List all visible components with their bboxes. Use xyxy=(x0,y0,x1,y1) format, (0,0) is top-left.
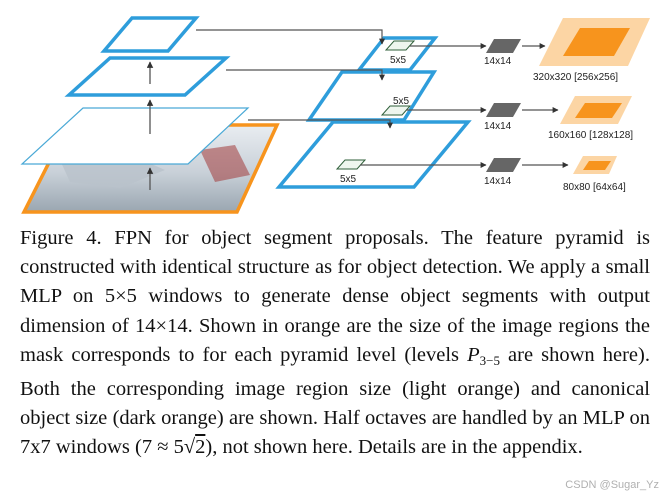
mlp-label-1: 14x14 xyxy=(484,56,512,67)
mlp-output-3 xyxy=(486,158,521,172)
watermark: CSDN @Sugar_Yz xyxy=(565,479,659,491)
window-label-1: 5x5 xyxy=(390,55,407,66)
pyramid-level-mid xyxy=(64,56,231,97)
caption-prefix: Figure 4. FPN for object segment proposa… xyxy=(20,227,650,366)
caption-suffix: ), not shown here. Details are in the ap… xyxy=(205,436,583,459)
mlp-arrows xyxy=(360,43,569,168)
region-80 xyxy=(573,156,617,174)
figure-caption: Figure 4. FPN for object segment proposa… xyxy=(20,224,650,463)
region-label-2: 160x160 [128x128] xyxy=(548,130,633,141)
mlp-label-2: 14x14 xyxy=(484,121,512,132)
fpn-figure: 5x5 5x5 5x5 14x14 14x14 14x14 320x320 [2… xyxy=(0,0,663,220)
region-label-3: 80x80 [64x64] xyxy=(563,182,626,193)
pyramid-level-image xyxy=(20,107,250,165)
window-5x5-p5 xyxy=(384,40,416,51)
caption-math-sub: 3−5 xyxy=(479,352,500,368)
pyramid-level-top xyxy=(100,16,200,53)
window-label-2: 5x5 xyxy=(393,96,410,107)
window-label-3: 5x5 xyxy=(340,174,357,185)
mlp-label-3: 14x14 xyxy=(484,176,512,187)
caption-math-sqrt: 2 xyxy=(195,436,206,459)
window-5x5-p3 xyxy=(335,159,367,170)
output-level-p4 xyxy=(305,70,438,122)
region-320 xyxy=(539,18,650,66)
region-label-1: 320x320 [256x256] xyxy=(533,72,618,83)
mlp-output-2 xyxy=(486,103,521,117)
caption-math-approx: 7 ≈ 5√ xyxy=(141,436,196,459)
caption-math-p: P xyxy=(467,343,480,366)
caption-middle: are shown here). Both the corresponding … xyxy=(20,343,650,459)
window-5x5-p4 xyxy=(380,105,412,116)
output-level-p3 xyxy=(275,120,472,189)
region-160 xyxy=(560,96,632,124)
lateral-arrows xyxy=(196,29,393,129)
mlp-output-1 xyxy=(486,39,521,53)
